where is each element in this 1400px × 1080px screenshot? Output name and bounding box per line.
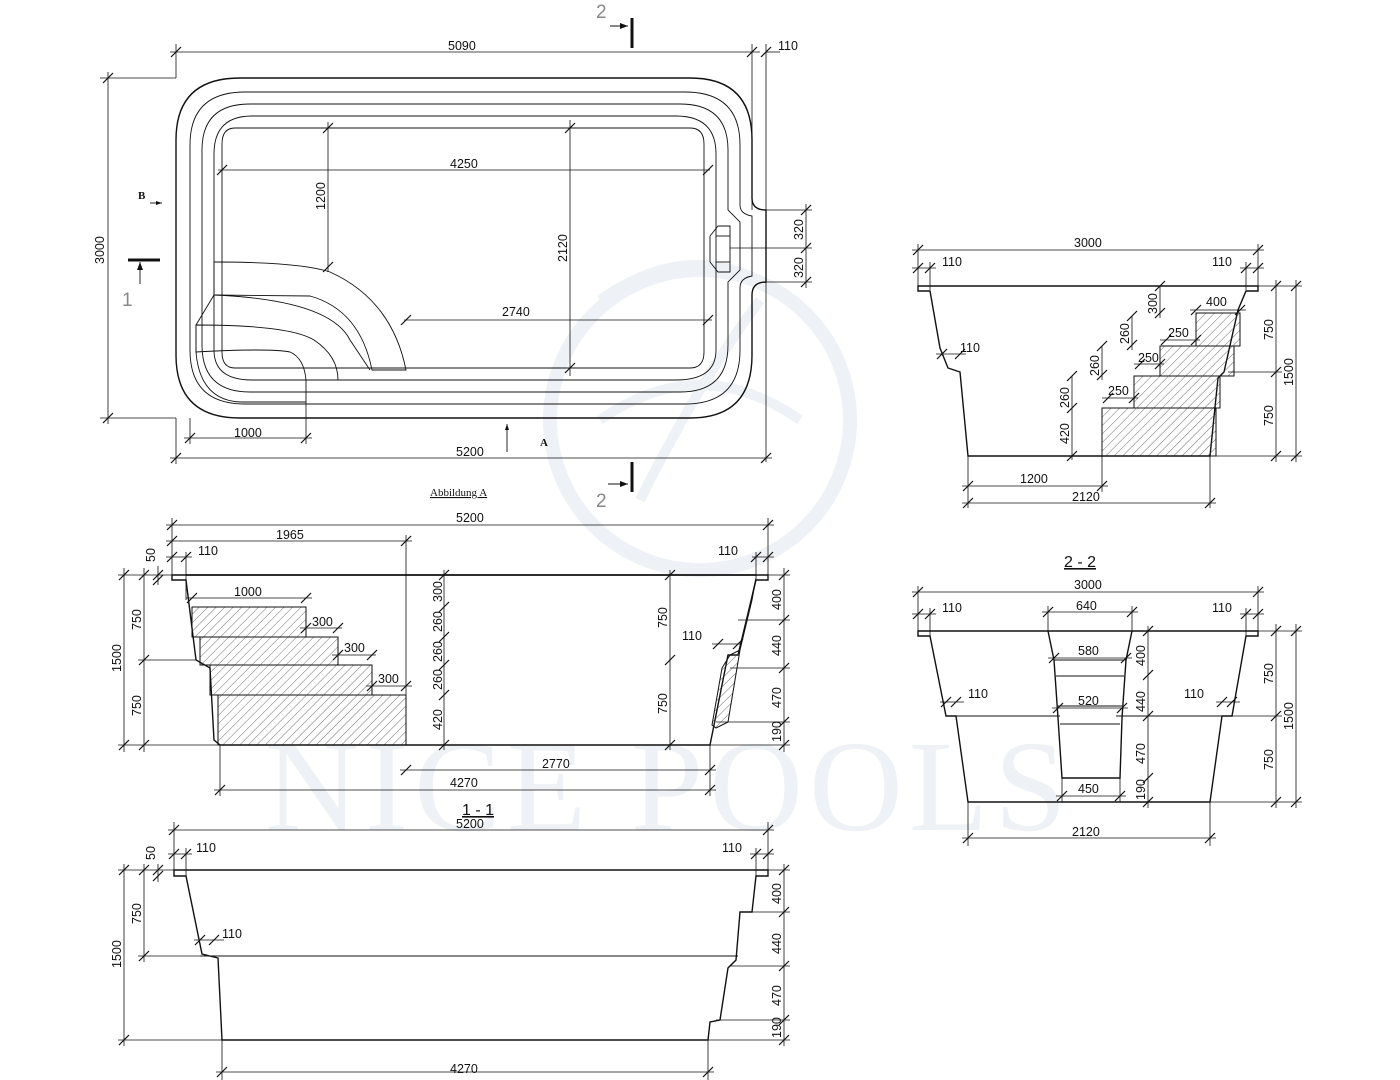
s1-step-width: 1000 — [234, 585, 262, 599]
section-1-1-plain: 5200 110 110 50 1500 750 110 400 440 470… — [110, 817, 790, 1080]
dim-top-length: 5090 — [448, 39, 476, 53]
s1-rim-right: 110 — [718, 544, 738, 558]
dim-bottom-length: 5200 — [456, 445, 484, 459]
section-2-2: 2 - 2 3000 110 110 640 580 520 450 110 — [912, 554, 1302, 846]
figure-caption: Abbildung A — [430, 487, 487, 499]
s22-lower: 750 — [1262, 749, 1276, 770]
s1-tread-3: 300 — [378, 672, 399, 686]
s22-rim-left: 110 — [942, 601, 962, 615]
s22-width: 3000 — [1074, 578, 1102, 592]
sb-riser-4: 260 — [1058, 387, 1072, 408]
sb-tread-1: 250 — [1168, 326, 1189, 340]
sb-riser-5: 420 — [1058, 423, 1072, 444]
section-2-marker-top: 2 — [596, 2, 607, 23]
s1-bottom-length: 4270 — [450, 776, 478, 790]
s1-step-run: 1965 — [276, 528, 304, 542]
sb-rim-left: 110 — [942, 255, 962, 269]
s1-right-r1: 400 — [770, 589, 784, 610]
sb-riser-3: 260 — [1088, 355, 1102, 376]
view-a-marker: A — [540, 437, 548, 449]
s1p-rim-right: 110 — [722, 841, 742, 855]
sb-step-top: 400 — [1206, 295, 1227, 309]
s1-right-r2: 440 — [770, 635, 784, 656]
dim-skimmer-upper: 320 — [792, 219, 806, 240]
sb-total: 1500 — [1282, 358, 1296, 386]
s1-riser-3: 260 — [431, 641, 445, 662]
sb-riser-1: 300 — [1146, 293, 1160, 314]
sb-tread-3: 250 — [1108, 384, 1129, 398]
s1-riser-1: 300 — [431, 581, 445, 602]
sb-riser-2: 260 — [1118, 323, 1132, 344]
s1p-right-r4: 190 — [770, 1017, 784, 1038]
s1-riser-5: 420 — [431, 709, 445, 730]
sb-width: 3000 — [1074, 236, 1102, 250]
s1p-ledge: 110 — [222, 927, 242, 941]
section-2-2-title: 2 - 2 — [1064, 554, 1096, 571]
s1-tread-2: 300 — [344, 641, 365, 655]
dim-inner-length: 4250 — [450, 157, 478, 171]
s22-r3: 470 — [1134, 743, 1148, 764]
s1-rim-left: 110 — [198, 544, 218, 558]
s22-ledge-left: 110 — [968, 687, 988, 701]
s22-rim-right: 110 — [1212, 601, 1232, 615]
sb-lower: 750 — [1262, 405, 1276, 426]
dim-step-depth: 1200 — [314, 182, 328, 210]
s22-w3: 520 — [1078, 694, 1099, 708]
section-view-b: 3000 110 110 400 250 250 250 300 260 260… — [912, 236, 1302, 509]
s1-bench-ledge: 110 — [682, 629, 702, 643]
s1-rim-height: 50 — [144, 548, 158, 562]
s1-total-depth: 1500 — [110, 644, 124, 672]
s22-top-width: 640 — [1076, 599, 1097, 613]
s22-r2: 440 — [1134, 691, 1148, 712]
s22-upper: 750 — [1262, 663, 1276, 684]
dim-step-width: 1000 — [234, 426, 262, 440]
s1-upper-depth: 750 — [130, 609, 144, 630]
s1p-right-r3: 470 — [770, 985, 784, 1006]
s22-total: 1500 — [1282, 702, 1296, 730]
s1p-total-depth: 1500 — [110, 940, 124, 968]
s1p-total-length: 5200 — [456, 817, 484, 831]
dim-inner-width: 2120 — [556, 234, 570, 262]
s1p-bottom-length: 4270 — [450, 1062, 478, 1076]
s1p-right-r2: 440 — [770, 933, 784, 954]
sb-ledge: 110 — [960, 341, 980, 355]
section-1-1-title: 1 - 1 — [462, 802, 494, 819]
section-1-1-steps: 5200 1965 110 110 50 1500 750 750 1000 3… — [110, 511, 790, 819]
s22-r1: 400 — [1134, 645, 1148, 666]
s1p-rim-height: 50 — [144, 846, 158, 860]
s1-right-r4: 190 — [770, 721, 784, 742]
s1-tread-1: 300 — [312, 615, 333, 629]
view-b-marker: B — [138, 190, 146, 202]
dim-skimmer-lower: 320 — [792, 257, 806, 278]
s22-bottom: 2120 — [1072, 825, 1100, 839]
s1p-rim-left: 110 — [196, 841, 216, 855]
dim-bench-length: 2740 — [502, 305, 530, 319]
dim-top-offset: 110 — [778, 39, 798, 53]
s22-w4: 450 — [1078, 782, 1099, 796]
s1p-right-r1: 400 — [770, 883, 784, 904]
s1-right-lower: 750 — [656, 693, 670, 714]
sb-bottom: 2120 — [1072, 490, 1100, 504]
s1-lower-depth: 750 — [130, 695, 144, 716]
s1-riser-2: 260 — [431, 611, 445, 632]
sb-rim-right: 110 — [1212, 255, 1232, 269]
plan-view: 5090 110 3000 4250 1200 2120 320 320 274… — [93, 2, 812, 512]
s22-r4: 190 — [1134, 779, 1148, 800]
s22-ledge-right: 110 — [1184, 687, 1204, 701]
s1-total-length: 5200 — [456, 511, 484, 525]
dim-plan-height: 3000 — [93, 236, 107, 264]
sb-tread-2: 250 — [1138, 351, 1159, 365]
s1-right-upper: 750 — [656, 607, 670, 628]
s22-w2: 580 — [1078, 644, 1099, 658]
s1-right-r3: 470 — [770, 687, 784, 708]
sb-floor: 1200 — [1020, 472, 1048, 486]
s1-riser-4: 260 — [431, 669, 445, 690]
sb-upper: 750 — [1262, 319, 1276, 340]
s1p-upper-depth: 750 — [130, 903, 144, 924]
section-2-marker-bottom: 2 — [596, 491, 607, 512]
section-1-marker: 1 — [122, 290, 133, 311]
s1-floor-length: 2770 — [542, 757, 570, 771]
